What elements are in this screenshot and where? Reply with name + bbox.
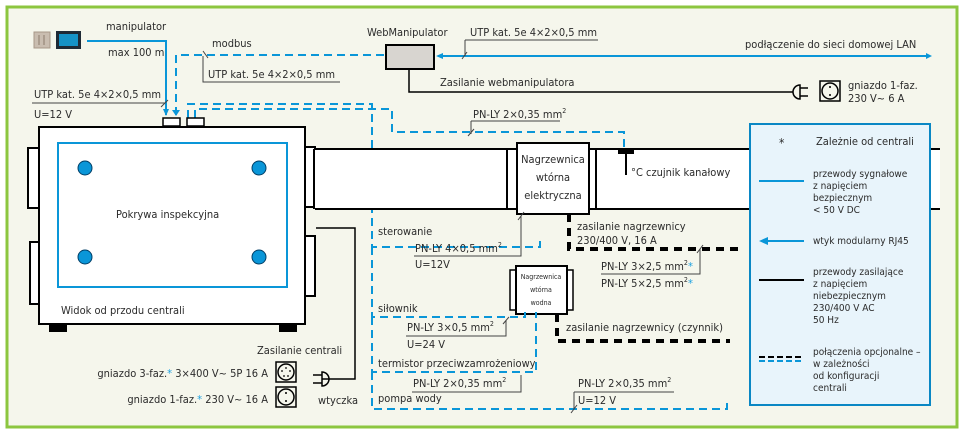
electric-heater-supply-line2: 230/400 V, 16 A [577,234,657,247]
electric-heater-supply-line1: zasilanie nagrzewnicy [577,220,686,233]
legend-box [749,123,931,406]
port-connector-1 [162,117,181,127]
sensor-cable-label: PN-LY 2×0,35 mm2 [473,107,566,121]
manipulator-group: manipulator max 100 m UTP kat. 5e 4×2×0,… [32,20,169,121]
modbus-cable [175,54,386,115]
sterowanie-label: sterowanie [378,225,432,238]
legend: * Zależnie od centrali przewody sygnałow… [749,123,931,406]
socket-3phase-icon [275,361,297,383]
manipulator-cable-label: UTP kat. 5e 4×2×0,5 mm [34,88,161,101]
legend-asterisk-text: Zależnie od centrali [816,135,914,148]
pompa-voltage: U=12 V [578,394,616,407]
electric-heater-line2: wtórna [536,171,570,184]
modbus-title: modbus [212,37,252,50]
water-heater-line3: wodna [531,299,552,307]
water-heater-line2: wtórna [530,286,552,294]
manipulator-cable [87,40,169,116]
socket-3phase-label: gniazdo 3-faz.* 3×400 V~ 5P 16 A [97,367,268,380]
water-heater [515,265,568,315]
socket-1phase-icon [819,80,841,102]
electric-heater-cable-2: PN-LY 5×2,5 mm2* [601,276,693,290]
plug-icon [790,84,808,100]
plug-icon [313,371,330,387]
water-heater-group: Nagrzewnica wtórna wodna zasilanie nagrz… [509,265,730,343]
lan-label: podłączenie do sieci domowej LAN [745,38,916,51]
port-connector-2 [186,117,205,127]
unit-foot [279,324,297,332]
manipulator-max-length: max 100 m [108,46,164,59]
inspection-cover-label: Pokrywa inspekcyjna [116,208,219,221]
pompa-cable [371,372,728,410]
cover-screw [251,160,267,176]
cover-screw [77,160,93,176]
legend-asterisk: * [779,136,785,150]
cover-screw [251,249,267,265]
unit-foot [49,324,67,332]
sterowanie-cable: PN-LY 4×0,5 mm2 [415,241,502,255]
sensor-cable [194,108,625,148]
duct-sensor-label: °C czujnik kanałowy [631,166,730,179]
pompa-cable-label: PN-LY 2×0,35 mm2 [578,376,671,390]
pompa-label: pompa wody [378,392,442,405]
wall-panel-icon [33,31,51,49]
power-supply-title: Zasilanie centrali [257,344,342,357]
webmanipulator-socket-line1: gniazdo 1-faz. [848,79,918,92]
power-supply-group: Zasilanie centrali gniazdo 3-faz.* 3×400… [97,227,358,408]
water-heater-line1: Nagrzewnica [521,273,562,281]
duct-sensor-icon [618,148,634,175]
plug-label: wtyczka [318,394,358,407]
water-heater-supply-cable [555,314,730,343]
ventilation-unit: Pokrywa inspekcyjna Widok od przodu cent… [27,117,316,332]
termistor-cable: PN-LY 2×0,35 mm2 [413,376,506,390]
cover-screw [77,249,93,265]
manipulator-title: manipulator [106,20,167,33]
electric-heater [516,142,590,215]
socket-1phase-icon [275,386,297,408]
electric-heater-line3: elektryczna [524,189,581,202]
unit-power-cable [316,227,356,380]
termistor-label: termistor przeciwzamrożeniowy [378,357,536,370]
sterowanie-voltage: U=12V [415,258,450,271]
unit-view-label: Widok od przodu centrali [61,304,185,317]
modbus-cable-label: UTP kat. 5e 4×2×0,5 mm [208,68,335,81]
electric-heater-cable-1: PN-LY 3×2,5 mm2* [601,259,693,273]
sensor-cable-group: PN-LY 2×0,35 mm2 [187,103,625,248]
manipulator-voltage: U=12 V [34,108,72,121]
webmanipulator-power-label: Zasilanie webmanipulatora [440,76,574,89]
webmanipulator-group: WebManipulator UTP kat. 5e 4×2×0,5 mm po… [367,26,932,105]
socket-1phase-label: gniazdo 1-faz.* 230 V~ 16 A [127,393,268,406]
webmanipulator-title: WebManipulator [367,26,448,39]
webmanipulator-power-cable [408,69,790,93]
silownik-label: siłownik [378,302,418,315]
webmanipulator-socket-line2: 230 V~ 6 A [848,92,905,105]
silownik-voltage: U=24 V [407,338,445,351]
webmanipulator-device[interactable] [385,44,435,70]
water-heater-supply-label: zasilanie nagrzewnicy (czynnik) [566,321,723,334]
inspection-cover [57,142,288,288]
electric-heater-line1: Nagrzewnica [521,153,585,166]
control-cables-group: sterowanie PN-LY 4×0,5 mm2 U=12V siłowni… [371,211,728,414]
webmanipulator-cable-label: UTP kat. 5e 4×2×0,5 mm [470,26,597,39]
electric-heater-supply-cable [567,214,740,251]
silownik-cable: PN-LY 3×0,5 mm2 [407,320,494,334]
legend-rj45-text: wtyk modularny RJ45 [813,236,909,247]
modbus-group: modbus UTP kat. 5e 4×2×0,5 mm [172,37,386,116]
